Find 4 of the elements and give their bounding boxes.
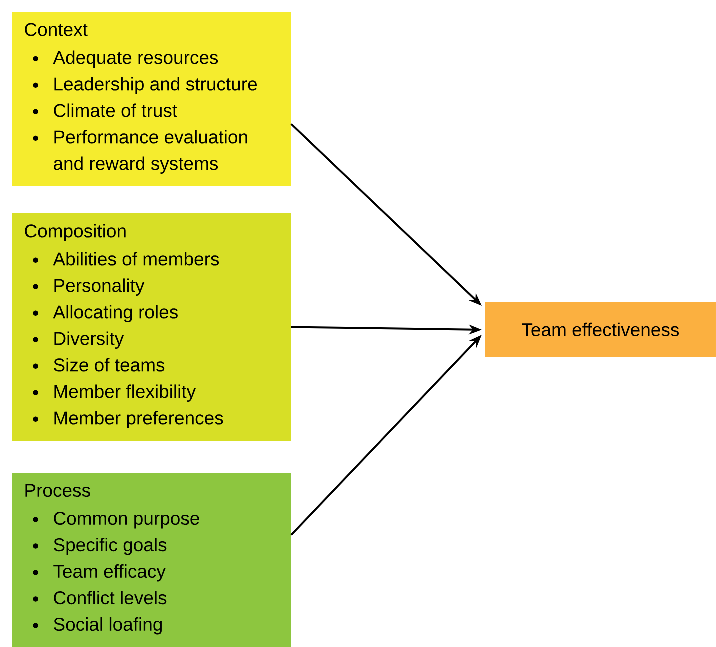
factor-box: Composition Abilities of members Personality Allocating roles Diversity Size of teams Member flexibility Member preferences (12, 213, 292, 442)
factor-box: Process Common purpose Specific goals Team efficacy Conflict levels Social loafing (12, 473, 292, 647)
outcome-box: Team effectiveness (485, 302, 716, 358)
factor-box: Context Adequate resources Leadership and structure Climate of trust Performance evaluation and reward systems (12, 12, 292, 186)
